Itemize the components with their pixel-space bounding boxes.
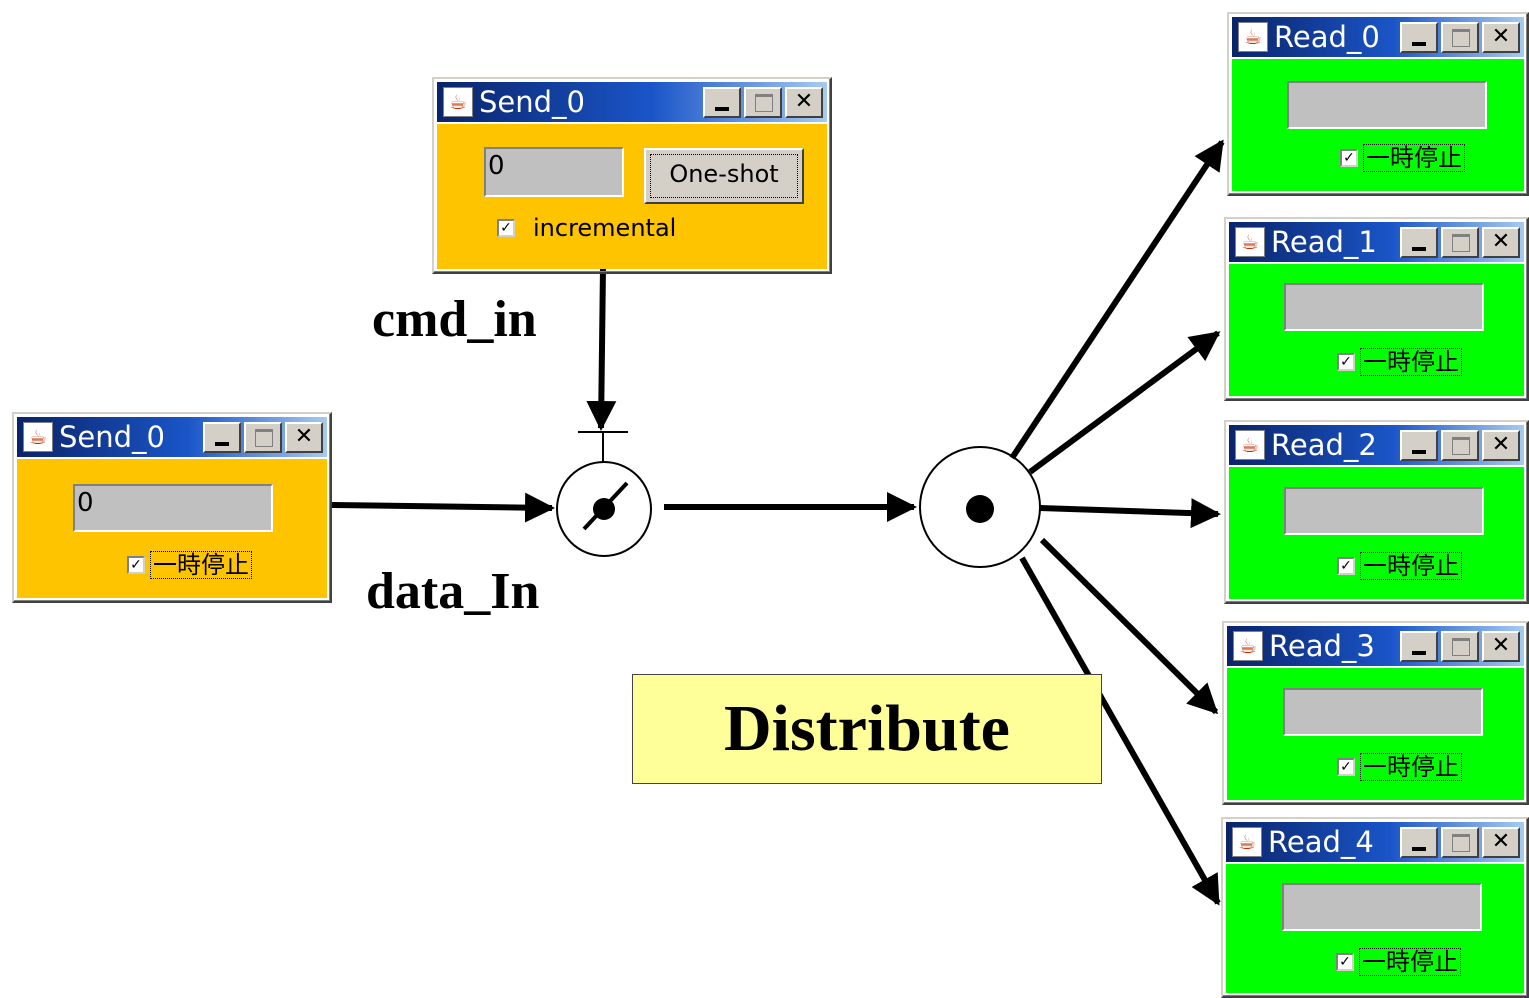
window-body: 0 ✓ 一時停止 [17,459,327,598]
fanout-wire-read-0 [1009,139,1225,460]
data-in-wire [331,492,555,523]
minimize-icon[interactable] [203,422,241,453]
maximize-icon[interactable] [1441,227,1479,258]
one-shot-button-label: One-shot [669,160,779,188]
java-cup-icon[interactable]: ☕ [1233,631,1263,661]
read-window-1[interactable]: ☕ Read_1 ✕ ✓ 一時停止 [1224,217,1529,401]
minimize-icon[interactable] [1400,827,1438,858]
read-window-3[interactable]: ☕ Read_3 ✕ ✓ 一時停止 [1222,621,1529,805]
read-window-4[interactable]: ☕ Read_4 ✕ ✓ 一時停止 [1221,817,1529,998]
window-title: Read_1 [1271,225,1377,259]
value-field[interactable] [1287,81,1487,129]
value-field[interactable]: 0 [484,147,624,197]
pause-checkbox[interactable]: ✓ [1340,149,1358,167]
read-window-0[interactable]: ☕ Read_0 ✕ ✓ 一時停止 [1227,12,1529,196]
distribute-node-dot [966,495,994,523]
fanout-wire-read-3 [1039,537,1219,715]
minimize-icon[interactable] [1400,430,1438,461]
minimize-icon[interactable] [1400,22,1438,53]
window-body: ✓ 一時停止 [1229,467,1524,599]
close-icon[interactable]: ✕ [1482,631,1520,662]
gate-switch-stroke [582,481,629,531]
pause-label: 一時停止 [1360,753,1462,781]
fanout-wire-read-2 [1039,498,1221,529]
title-bar[interactable]: ☕ Read_2 ✕ [1229,425,1524,465]
java-cup-icon[interactable]: ☕ [1235,227,1265,257]
title-bar[interactable]: ☕ Read_4 ✕ [1226,822,1524,862]
close-icon[interactable]: ✕ [785,87,823,118]
title-bar[interactable]: ☕ Read_1 ✕ [1229,222,1524,262]
pause-label: 一時停止 [1360,348,1462,376]
value-field[interactable] [1283,688,1483,736]
java-cup-icon[interactable]: ☕ [23,422,53,452]
cmd-in-label: cmd_in [372,291,537,348]
maximize-icon[interactable] [1441,827,1479,858]
close-icon[interactable]: ✕ [285,422,323,453]
value-field[interactable]: 0 [73,484,273,532]
distribute-label: Distribute [632,674,1102,784]
title-bar[interactable]: ☕ Read_3 ✕ [1227,626,1524,666]
minimize-icon[interactable] [1400,631,1438,662]
close-icon[interactable]: ✕ [1482,430,1520,461]
window-body: ✓ 一時停止 [1227,668,1524,800]
value-field[interactable] [1284,487,1484,535]
close-icon[interactable]: ✕ [1482,827,1520,858]
pause-label: 一時停止 [1360,552,1462,580]
java-cup-icon[interactable]: ☕ [443,87,473,117]
pause-checkbox[interactable]: ✓ [127,556,145,574]
pause-checkbox[interactable]: ✓ [1336,953,1354,971]
maximize-icon[interactable] [1441,22,1479,53]
send-window-left[interactable]: ☕ Send_0 ✕ 0 ✓ 一時停止 [12,412,332,603]
read-window-2[interactable]: ☕ Read_2 ✕ ✓ 一時停止 [1224,420,1529,604]
title-bar[interactable]: ☕ Read_0 ✕ [1232,17,1524,57]
send-window-top[interactable]: ☕ Send_0 ✕ 0 One-shot ✓ incremental [432,77,832,274]
pause-checkbox[interactable]: ✓ [1337,353,1355,371]
window-body: ✓ 一時停止 [1229,264,1524,396]
close-icon[interactable]: ✕ [1482,227,1520,258]
minimize-icon[interactable] [1400,227,1438,258]
one-shot-button[interactable]: One-shot [644,148,804,204]
data-in-label: data_In [366,563,540,620]
java-cup-icon[interactable]: ☕ [1232,827,1262,857]
incremental-label: incremental [533,214,677,242]
java-cup-icon[interactable]: ☕ [1238,22,1268,52]
pause-label: 一時停止 [1359,948,1461,976]
window-title: Read_3 [1269,629,1375,663]
fanout-wire-read-4 [1019,556,1221,906]
maximize-icon[interactable] [1441,631,1479,662]
close-icon[interactable]: ✕ [1482,22,1520,53]
window-title: Read_4 [1268,825,1374,859]
maximize-icon[interactable] [1441,430,1479,461]
window-body: ✓ 一時停止 [1232,59,1524,191]
title-bar[interactable]: ☕ Send_0 ✕ [437,82,827,122]
window-body: 0 One-shot ✓ incremental [437,124,827,269]
pause-checkbox[interactable]: ✓ [1337,557,1355,575]
pause-label: 一時停止 [1363,144,1465,172]
java-cup-icon[interactable]: ☕ [1235,430,1265,460]
incremental-checkbox[interactable]: ✓ [497,219,515,237]
pause-checkbox[interactable]: ✓ [1337,758,1355,776]
window-body: ✓ 一時停止 [1226,864,1524,993]
pause-label: 一時停止 [150,551,252,579]
title-bar[interactable]: ☕ Send_0 ✕ [17,417,327,457]
cmd-in-wire [586,266,617,431]
window-title: Send_0 [59,420,165,454]
window-title: Send_0 [479,85,585,119]
maximize-icon[interactable] [744,87,782,118]
value-field[interactable] [1282,883,1482,931]
value-field[interactable] [1284,283,1484,331]
window-title: Read_2 [1271,428,1377,462]
maximize-icon[interactable] [244,422,282,453]
fanout-wire-read-1 [1028,330,1221,475]
minimize-icon[interactable] [703,87,741,118]
window-title: Read_0 [1274,20,1380,54]
